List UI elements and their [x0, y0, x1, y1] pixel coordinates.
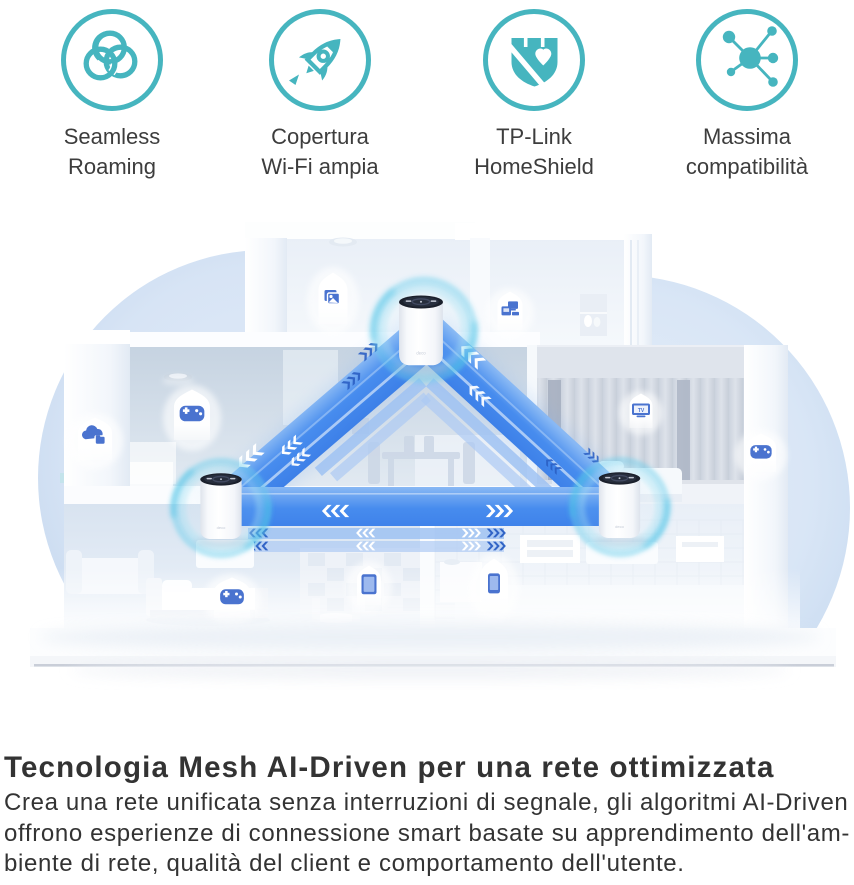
svg-text:deco: deco	[416, 351, 426, 356]
svg-text:deco: deco	[615, 524, 624, 529]
svg-text:TV: TV	[638, 408, 645, 414]
svg-text:deco: deco	[217, 525, 226, 530]
